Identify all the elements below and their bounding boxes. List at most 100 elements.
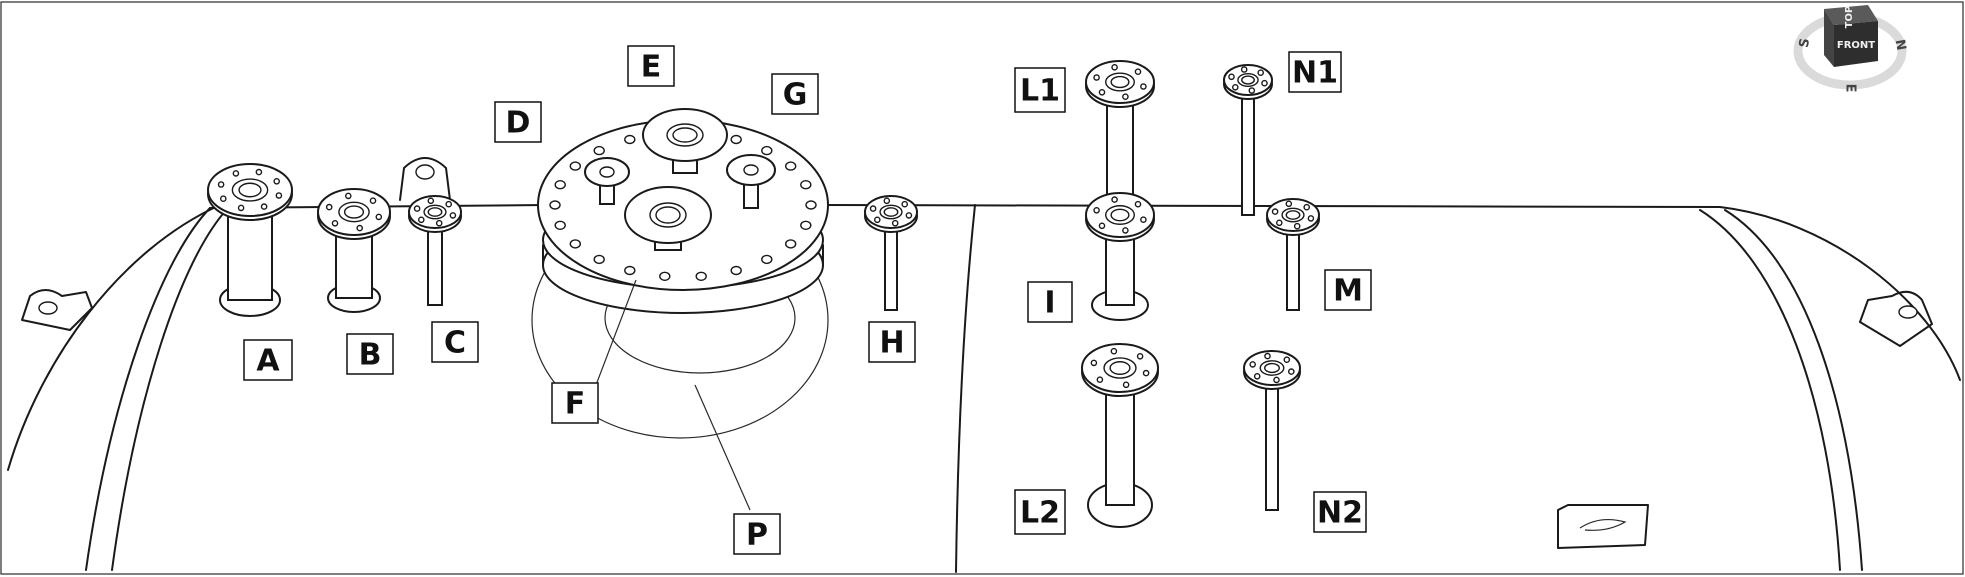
nozzle-I-bore-inner (1110, 208, 1130, 222)
compass-s[interactable]: S (1797, 37, 1813, 49)
right-head-seam (1699, 209, 1841, 571)
compass-e[interactable]: E (1843, 84, 1858, 93)
nozzle-B-bolt-hole (331, 219, 339, 227)
nozzle-M-bolt-hole (1271, 208, 1279, 215)
nozzle-L1-bolt-hole (1140, 83, 1147, 90)
compass-n[interactable]: N (1892, 38, 1909, 51)
manway-bolt-hole (624, 265, 636, 276)
label-b: B (346, 333, 394, 375)
label-box (494, 101, 542, 143)
nozzle-I-bolt-hole (1140, 216, 1147, 223)
nozzle-L1-bolt-hole (1134, 68, 1142, 75)
lifting-lug-right (1859, 290, 1933, 347)
label-box (1324, 269, 1372, 311)
nozzle-C-bolt-hole (449, 212, 457, 219)
label-text: L2 (1020, 496, 1060, 531)
nozzle-A-bolt-hole (217, 181, 225, 188)
label-box (1014, 489, 1066, 535)
nozzle-L1-bolt-hole (1093, 74, 1100, 81)
nozzle-N2-bolt-hole (1288, 368, 1295, 375)
center-weld-seam (955, 204, 976, 573)
nozzle-H-bolt-hole (869, 205, 877, 212)
manway-bolt-hole (800, 179, 812, 190)
manway-bolt-hole (549, 200, 561, 210)
manway-bolt-hole (569, 161, 581, 171)
nozzle-L2 (1081, 343, 1159, 528)
nozzle-N2-bolt-hole (1264, 352, 1271, 360)
nozzle-I-bolt-hole (1134, 200, 1142, 208)
label-g: G (771, 73, 819, 115)
nozzle-N1-bolt-hole (1232, 84, 1239, 91)
left-head-seam-inner (111, 207, 229, 571)
manway-bolt-hole (569, 239, 581, 249)
manway-bolt-hole (695, 271, 707, 281)
nozzle-L2-bolt-hole (1090, 359, 1098, 367)
label-i: I (1027, 281, 1073, 323)
label-box (243, 339, 293, 381)
nozzle-N1-pipe (1241, 79, 1255, 216)
nozzle-A-bolt-hole (219, 195, 227, 202)
nozzle-H-bolt-hole (901, 200, 909, 208)
label-d: D (494, 101, 542, 143)
manway-bolt-hole (730, 134, 742, 145)
label-text: P (746, 518, 768, 553)
nozzle-L2-bolt-hole (1142, 369, 1150, 377)
label-n2: N2 (1313, 491, 1367, 533)
cover-nozzle-right (726, 154, 776, 209)
label-text: N2 (1317, 496, 1363, 531)
label-l2: L2 (1014, 489, 1066, 535)
cube-front-face[interactable] (1834, 21, 1878, 67)
manway-bolt-hole (659, 271, 671, 281)
nozzle-N2 (1243, 350, 1301, 511)
nozzle-I (1085, 192, 1155, 321)
label-text: I (1044, 286, 1055, 321)
label-text: A (256, 344, 280, 379)
label-c: C (431, 321, 479, 363)
nozzle-N1-bolt-hole (1248, 87, 1256, 94)
nozzle-N1-bore-inner (1241, 75, 1255, 85)
cover-nozzle-top-E (642, 108, 728, 174)
nozzle-C-bolt-hole (417, 216, 425, 224)
nozzle-H-bolt-hole (874, 216, 881, 224)
manway-bolt-hole (805, 200, 817, 210)
cube-side-face[interactable] (1824, 9, 1834, 67)
nozzle-L2-bolt-hole (1136, 352, 1144, 360)
manway-bolt-hole (730, 265, 742, 276)
nozzle-N2-bolt-hole (1283, 356, 1291, 364)
nozzle-B (317, 188, 391, 313)
nozzle-B-bore-inner (343, 205, 365, 219)
label-box (346, 333, 394, 375)
label-h: H (868, 321, 916, 363)
nozzle-I-bolt-hole (1093, 206, 1100, 214)
label-box (627, 45, 675, 87)
label-text: M (1333, 274, 1363, 309)
nozzle-H (864, 195, 918, 311)
manway-bolt-hole (761, 145, 773, 156)
nozzle-L1-bolt-hole (1098, 89, 1106, 96)
nozzle-L2-bolt-hole (1110, 347, 1118, 355)
nozzle-N1-bolt-hole (1257, 69, 1264, 76)
cube-top-face[interactable] (1824, 5, 1878, 25)
left-head-seam (85, 207, 211, 571)
leader-F (595, 279, 637, 386)
label-n1: N1 (1288, 51, 1342, 93)
label-a: A (243, 339, 293, 381)
manway-bolt-hole (785, 161, 797, 171)
nozzle-A-bolt-hole (260, 203, 268, 210)
nozzle-B-bolt-hole (344, 192, 352, 200)
nozzle-H-bolt-hole (891, 219, 899, 227)
manway-bolt-hole (785, 239, 797, 249)
nozzle-L1-bolt-hole (1111, 64, 1118, 71)
nozzle-H-bore-inner (883, 207, 899, 217)
nozzle-I-bolt-hole (1098, 222, 1106, 230)
manway-bolt-hole (624, 134, 636, 145)
nozzle-M (1266, 198, 1320, 311)
view-cube[interactable]: FRONT TOP N S E (1793, 5, 1909, 93)
nozzle-M-bolt-hole (1293, 222, 1301, 230)
nozzle-N1 (1223, 64, 1273, 216)
label-text: E (641, 50, 662, 85)
lifting-lug-top (399, 157, 451, 201)
nozzle-A-bolt-hole (273, 177, 281, 185)
